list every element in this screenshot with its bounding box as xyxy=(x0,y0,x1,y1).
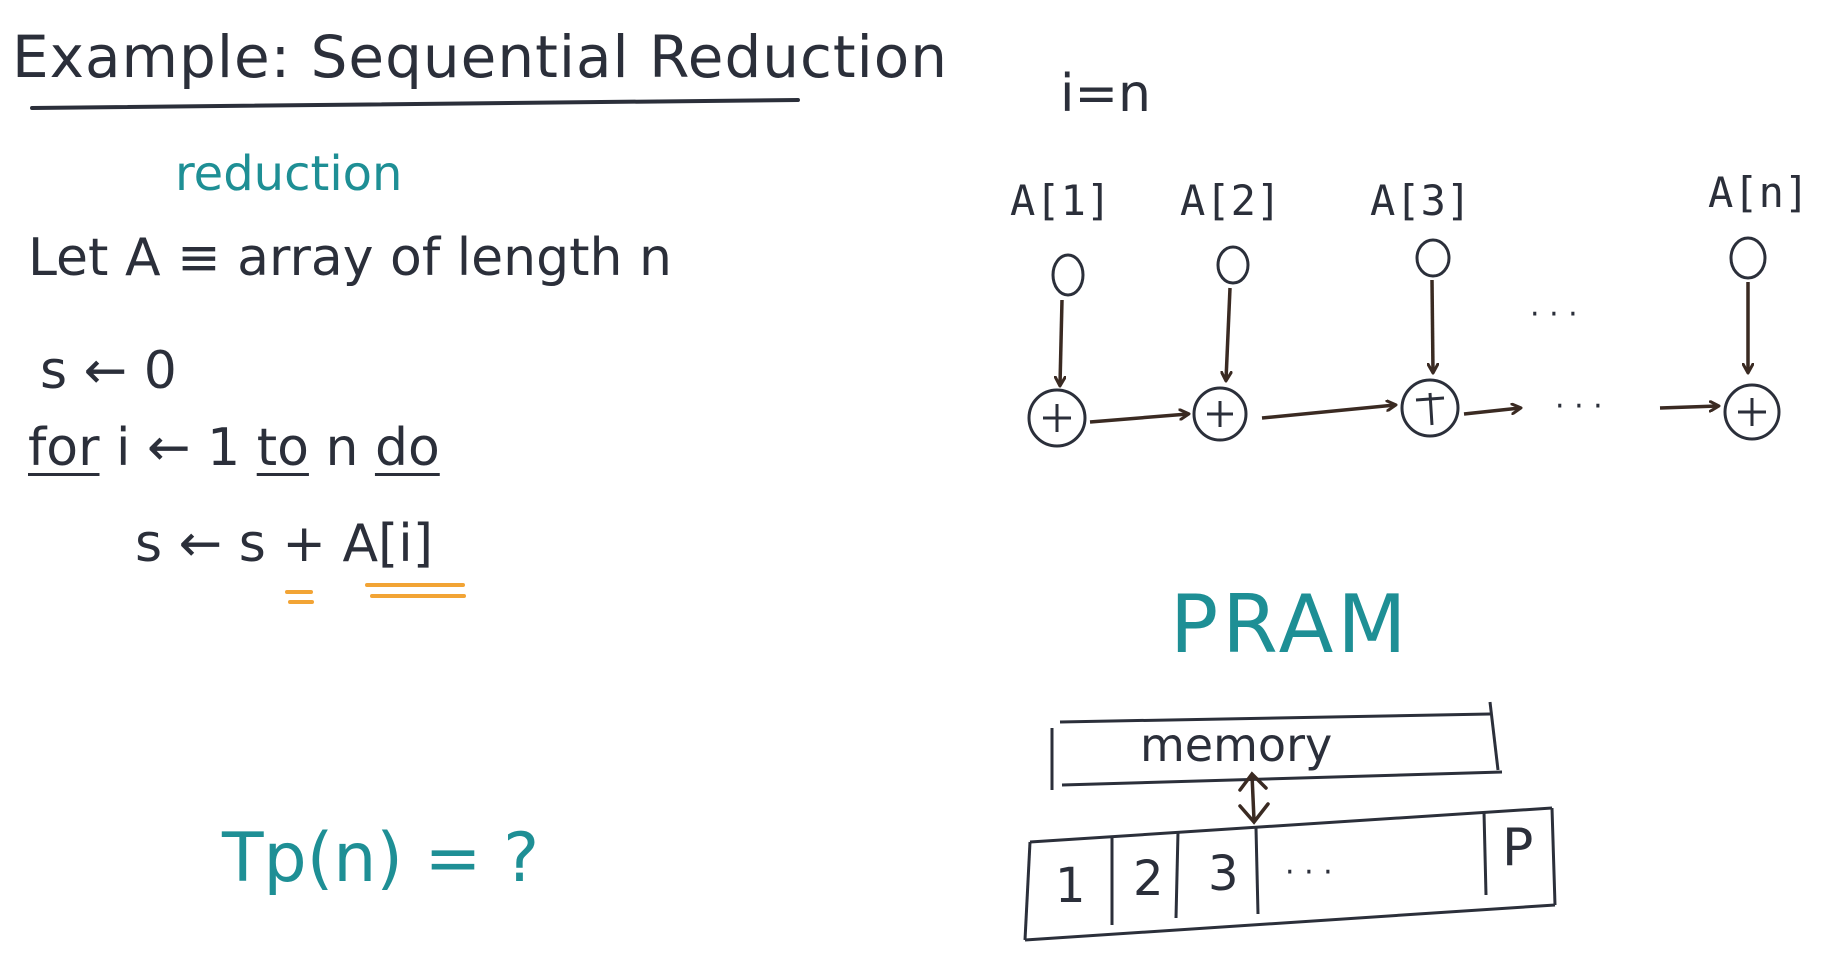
keyword-for: for xyxy=(28,418,100,478)
ellipsis-top: · · · xyxy=(1530,297,1578,332)
loop-body-statement: s ← s + A[i] xyxy=(135,514,434,574)
chain-arrow-3 xyxy=(1463,408,1520,416)
subtitle-reduction: reduction xyxy=(175,146,403,202)
pram-title: PRAM xyxy=(1170,578,1411,671)
adder-node-1 xyxy=(1027,388,1087,448)
for-loop-bound: n xyxy=(308,418,375,478)
down-arrow-3 xyxy=(1432,279,1433,372)
page-title: Example: Sequential Reduction xyxy=(12,23,949,91)
memory-access-arrow xyxy=(1238,771,1270,825)
processor-ellipsis: · · · xyxy=(1285,855,1333,890)
init-statement: s ← 0 xyxy=(40,341,177,401)
input-node-3 xyxy=(1415,238,1451,278)
array-label-n: A[n] xyxy=(1708,168,1810,217)
for-loop-line: for i ← 1 to n do xyxy=(28,422,440,474)
chain-arrow-1 xyxy=(1089,414,1188,424)
memory-bar xyxy=(1050,701,1503,790)
input-node-1 xyxy=(1051,253,1085,297)
processor-3-label: 3 xyxy=(1208,846,1239,902)
loop-index-label: i=n xyxy=(1060,64,1151,124)
processor-2-label: 2 xyxy=(1133,851,1164,907)
array-access-highlight-1 xyxy=(365,583,465,587)
processor-1-label: 1 xyxy=(1055,858,1086,914)
down-arrow-2 xyxy=(1226,287,1230,380)
array-label-2: A[2] xyxy=(1180,176,1282,225)
array-definition-line: Let A ≡ array of length n xyxy=(28,228,672,288)
processor-row xyxy=(1023,806,1557,942)
chain-arrow-4 xyxy=(1659,406,1718,408)
adder-node-2 xyxy=(1192,386,1248,442)
for-loop-var: i ← 1 xyxy=(99,418,257,478)
down-arrow-1 xyxy=(1060,299,1062,385)
array-access-highlight-2 xyxy=(370,594,466,598)
array-label-1: A[1] xyxy=(1010,176,1112,225)
keyword-do: do xyxy=(374,418,440,478)
parallel-time-question: Tp(n) = ? xyxy=(222,819,540,898)
keyword-to: to xyxy=(256,418,309,478)
processor-p-label: P xyxy=(1502,818,1534,878)
input-node-n xyxy=(1729,236,1767,280)
plus-highlight-2 xyxy=(288,600,314,604)
adder-node-n xyxy=(1723,383,1781,441)
plus-highlight-1 xyxy=(285,590,313,594)
adder-node-3 xyxy=(1400,378,1460,438)
array-label-3: A[3] xyxy=(1370,176,1472,225)
input-node-2 xyxy=(1216,245,1250,285)
memory-label: memory xyxy=(1140,718,1333,772)
chain-arrow-2 xyxy=(1261,405,1395,420)
ellipsis-chain: · · · xyxy=(1555,389,1603,424)
